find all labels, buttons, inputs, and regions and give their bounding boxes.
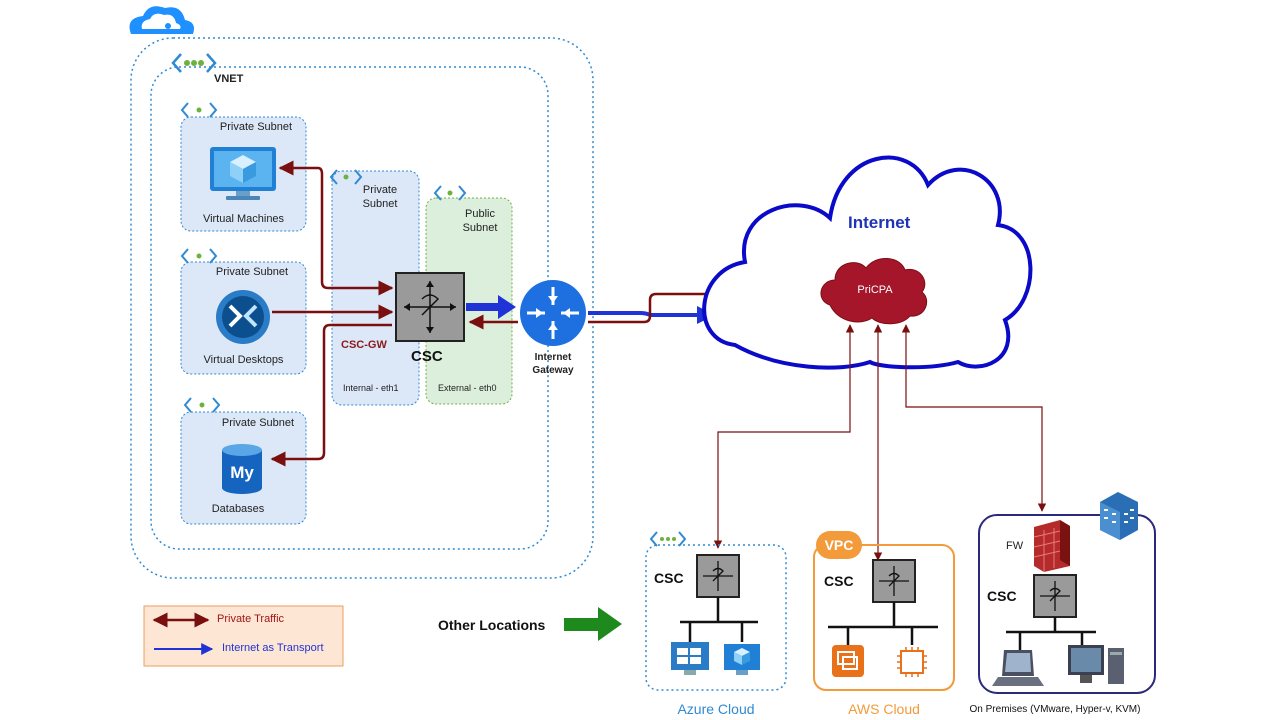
internet-transport-arrowhead (498, 295, 516, 319)
azure-container (130, 37, 594, 579)
onprem-box (978, 514, 1156, 694)
vnet-icon (171, 53, 217, 73)
legend-internet-label: Internet as Transport (222, 642, 324, 654)
switch-icon (872, 559, 916, 603)
vpc-label: VPC (824, 537, 854, 553)
switch-icon (696, 554, 740, 598)
private-link-azure (713, 324, 855, 549)
onprem-caption: On Premises (VMware, Hyper-v, KVM) (969, 704, 1141, 715)
igw-label-1: Internet (534, 352, 572, 363)
private-link-db (270, 331, 326, 467)
other-locations-arrow (564, 607, 622, 641)
azure-cloud-caption: Azure Cloud (677, 701, 755, 717)
chip-icon (897, 647, 927, 677)
csc-gateway-switch (395, 272, 465, 342)
laptop-icon (992, 650, 1044, 686)
aws-cloud-caption: AWS Cloud (848, 701, 920, 717)
subnet-gw-public-label-1: Public (465, 208, 495, 220)
private-link-onprem (901, 324, 1047, 512)
internal-interface-label: Internal - eth1 (343, 383, 399, 393)
building-icon (1100, 492, 1138, 540)
pricpa-cloud (820, 258, 928, 325)
csc-gw-label: CSC-GW (341, 339, 387, 351)
firewall-icon (1033, 520, 1070, 572)
vnet-icon (649, 531, 687, 547)
vdi-label: Virtual Desktops (203, 354, 284, 366)
azure-cloud-box (645, 544, 787, 691)
pricpa-label: PriCPA (857, 284, 893, 296)
virtual-machine-icon (724, 644, 760, 675)
subnet-gw-private-label-2: Subnet (362, 198, 398, 210)
subnet-gw-public-label-2: Subnet (462, 222, 498, 234)
remote-desktop-icon (216, 290, 270, 344)
router-icon (520, 280, 586, 346)
subnet-icon (433, 185, 467, 201)
aws-lan-bus (828, 602, 938, 645)
subnet-db-label: Private Subnet (221, 417, 295, 429)
switch-icon (1033, 574, 1077, 618)
vnet-container (150, 66, 549, 550)
svg-text:My: My (230, 463, 254, 482)
aws-cloud-box (813, 544, 955, 691)
csc-label: CSC (411, 348, 443, 365)
windows-vm-icon (671, 642, 709, 675)
subnet-icon (183, 397, 221, 413)
igw-label-2: Gateway (532, 365, 574, 376)
vnet-label: VNET (214, 73, 244, 85)
db-label: Databases (211, 503, 265, 515)
mysql-database-icon: My (222, 444, 262, 494)
aws-csc-label: CSC (824, 573, 854, 589)
desktop-icon (1068, 645, 1124, 684)
ec2-instance-icon (832, 645, 864, 677)
external-interface-label: External - eth0 (438, 383, 497, 393)
subnet-vm-label: Private Subnet (219, 121, 293, 133)
onprem-lan-bus (1006, 617, 1096, 650)
onprem-csc-label: CSC (987, 588, 1017, 604)
subnet-vdi-label: Private Subnet (215, 266, 289, 278)
virtual-machine-icon (210, 147, 276, 200)
internet-cloud (702, 155, 1033, 370)
vm-label: Virtual Machines (202, 213, 285, 225)
azure-cloud-icon (129, 6, 194, 34)
private-link-igw-pricpa (588, 286, 830, 324)
internet-transport-link-cloud (588, 311, 700, 317)
subnet-icon (180, 248, 218, 264)
other-locations-label: Other Locations (438, 617, 546, 633)
internet-label: Internet (848, 213, 911, 232)
private-link-vdi-return (322, 323, 392, 332)
legend-private-label: Private Traffic (217, 613, 285, 625)
vpc-badge (816, 531, 862, 559)
subnet-icon (180, 102, 218, 118)
private-link-vm (278, 160, 394, 296)
azure-csc-label: CSC (654, 570, 684, 586)
subnet-gw-private-label-1: Private (362, 184, 398, 196)
fw-label: FW (1006, 540, 1024, 552)
azure-lan-bus (680, 597, 758, 642)
